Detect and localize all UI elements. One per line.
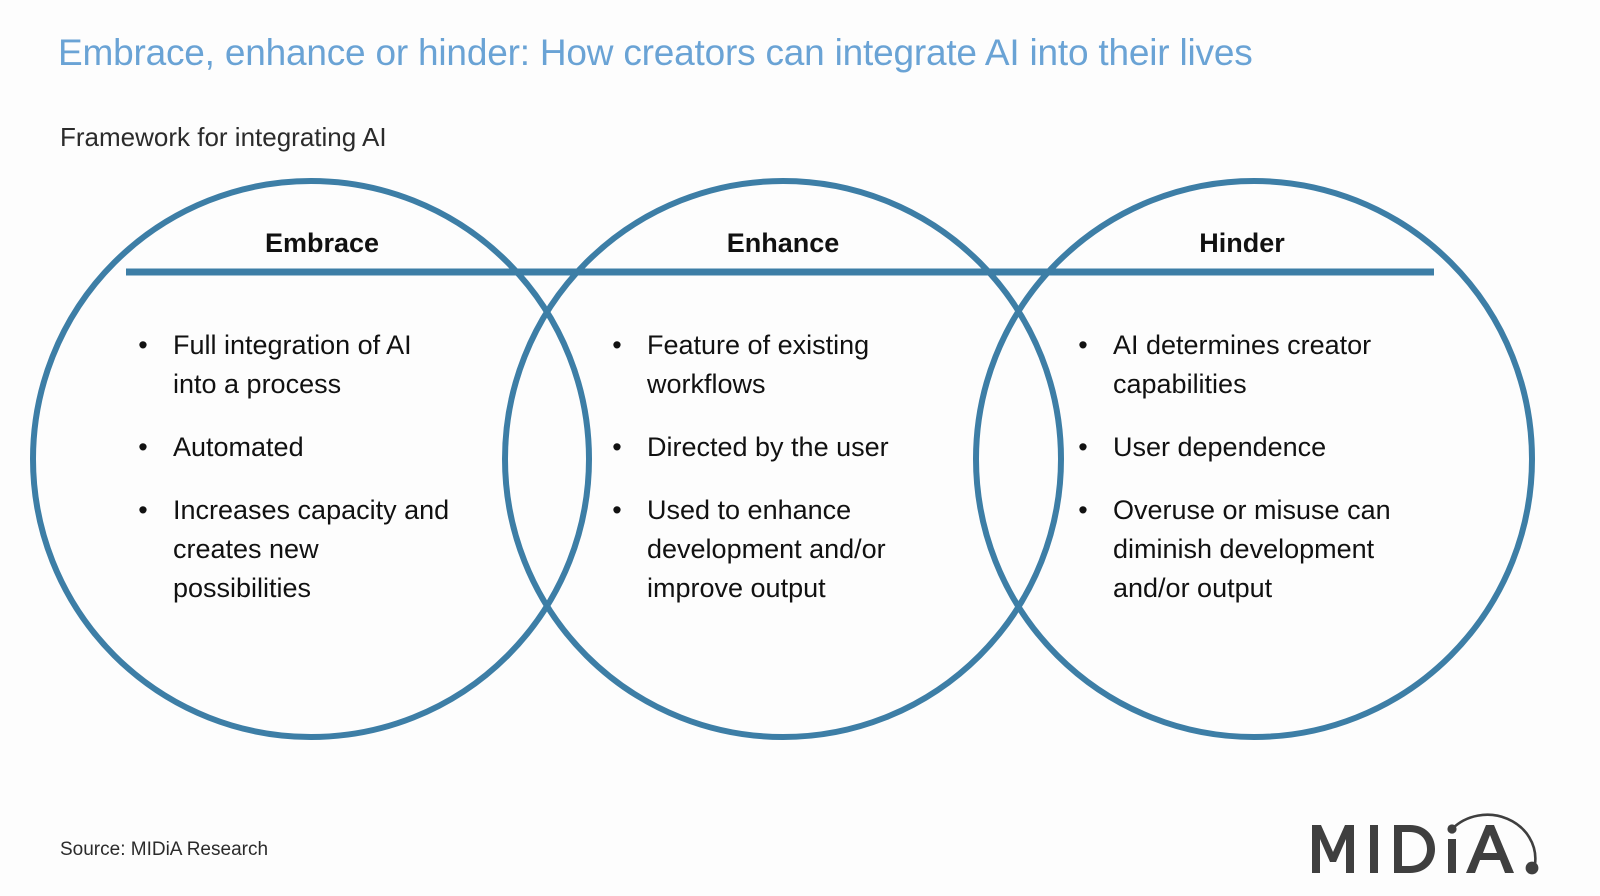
bullet-icon: • bbox=[138, 495, 148, 525]
list-item: • Overuse or misuse can diminish develop… bbox=[1068, 491, 1458, 608]
list-item-text: AI determines creator capabilities bbox=[1113, 330, 1372, 399]
bullet-icon: • bbox=[612, 432, 622, 462]
bullet-icon: • bbox=[1078, 495, 1088, 525]
venn-bullet-list-hinder: • AI determines creator capabilities • U… bbox=[1068, 326, 1458, 608]
list-item: • User dependence bbox=[1068, 428, 1458, 467]
list-item: • Automated bbox=[128, 428, 458, 467]
venn-circle-embrace bbox=[30, 178, 592, 740]
bullet-icon: • bbox=[612, 495, 622, 525]
bullet-icon: • bbox=[138, 330, 148, 360]
list-item-text: Increases capacity and creates new possi… bbox=[173, 495, 450, 603]
venn-heading-embrace: Embrace bbox=[264, 228, 380, 258]
midia-logo-arc bbox=[1450, 813, 1537, 866]
bullet-icon: • bbox=[1078, 432, 1088, 462]
venn-circle-hinder bbox=[973, 178, 1535, 740]
venn-heading-enhance: Enhance bbox=[726, 228, 840, 258]
bullet-icon: • bbox=[1078, 330, 1088, 360]
list-item-text: Feature of existing workflows bbox=[647, 330, 870, 399]
midia-logo bbox=[1312, 813, 1539, 875]
list-item-text: Used to enhance development and/or impro… bbox=[647, 495, 886, 603]
bullet-icon: • bbox=[612, 330, 622, 360]
list-item: • Used to enhance development and/or imp… bbox=[602, 491, 952, 608]
list-item-text: Full integration of AI into a process bbox=[173, 330, 412, 399]
list-item-text: Overuse or misuse can diminish developme… bbox=[1113, 495, 1391, 603]
bullet-icon: • bbox=[138, 432, 148, 462]
venn-bullet-list-embrace: • Full integration of AI into a process … bbox=[128, 326, 458, 608]
venn-circle-enhance bbox=[502, 178, 1064, 740]
list-item: • Full integration of AI into a process bbox=[128, 326, 458, 404]
list-item-text: Directed by the user bbox=[647, 432, 889, 462]
list-item: • AI determines creator capabilities bbox=[1068, 326, 1458, 404]
list-item: • Feature of existing workflows bbox=[602, 326, 952, 404]
venn-heading-hinder: Hinder bbox=[1199, 228, 1285, 258]
venn-bullet-list-enhance: • Feature of existing workflows • Direct… bbox=[602, 326, 952, 608]
page-subtitle: Framework for integrating AI bbox=[60, 122, 387, 152]
list-item: • Increases capacity and creates new pos… bbox=[128, 491, 458, 608]
list-item: • Directed by the user bbox=[602, 428, 952, 467]
source-note: Source: MIDiA Research bbox=[60, 839, 269, 860]
list-item-text: User dependence bbox=[1113, 432, 1327, 462]
page-title: Embrace, enhance or hinder: How creators… bbox=[58, 32, 1253, 73]
list-item-text: Automated bbox=[173, 432, 304, 462]
